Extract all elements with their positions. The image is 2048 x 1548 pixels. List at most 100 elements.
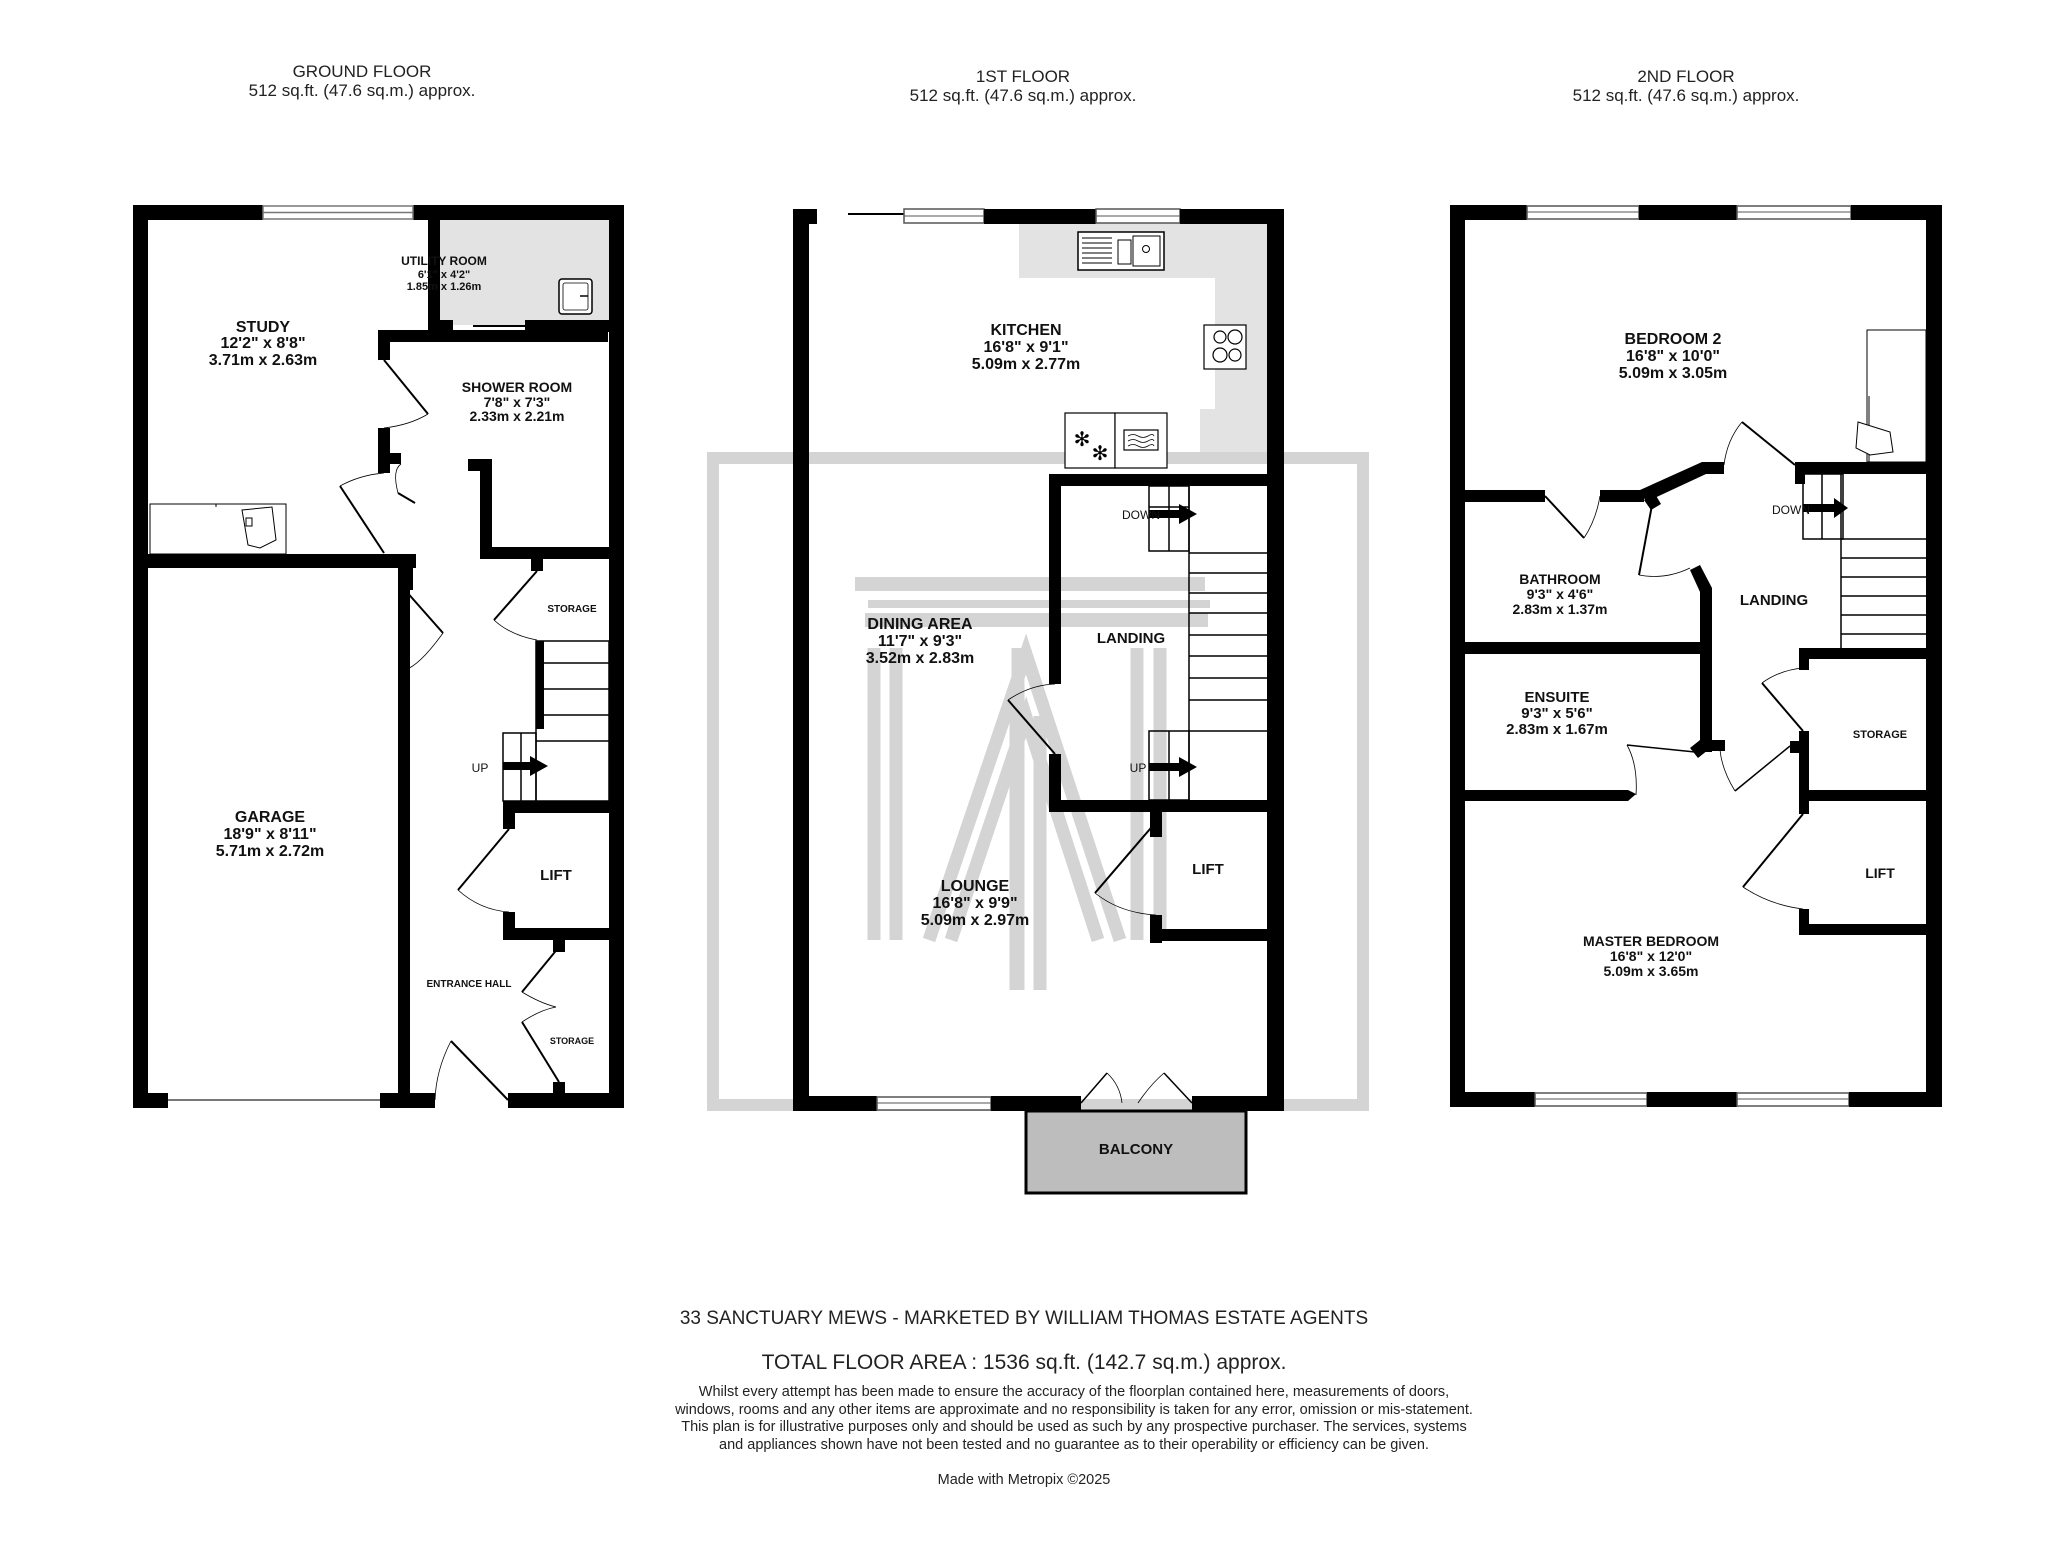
wall [536, 641, 544, 729]
fridge-freezer-icon: ✻ ✻ [1064, 412, 1116, 469]
second-floor-plan: BEDROOM 2 16'8" x 10'0" 5.09m x 3.05m DO… [1450, 205, 1942, 1107]
wall [793, 209, 817, 224]
window [1736, 1092, 1850, 1107]
wall [1700, 740, 1725, 751]
wall [1465, 790, 1636, 801]
disclaimer: Whilst every attempt has been made to en… [675, 1384, 1473, 1453]
watermark-logo [707, 452, 1369, 1111]
room-dims-imperial: 6'1" x 4'2" [418, 269, 470, 281]
wall [398, 555, 413, 590]
desk-chair-icon [1855, 329, 1927, 463]
wall [133, 205, 148, 1108]
wall [1799, 648, 1809, 670]
room-name: MASTER BEDROOM [1583, 933, 1719, 949]
stairs-arrow-icon [503, 756, 548, 776]
stairs [1148, 485, 1267, 801]
room-name: LIFT [540, 867, 572, 884]
room-name: UTILITY ROOM [401, 254, 487, 268]
floor-area: 512 sq.ft. (47.6 sq.m.) approx. [248, 81, 476, 100]
floor-area: 512 sq.ft. (47.6 sq.m.) approx. [1572, 86, 1800, 105]
room-dims-imperial: 16'8" x 9'9" [932, 895, 1017, 912]
room-dims-metric: 3.71m x 2.63m [209, 352, 318, 369]
room-name: BATHROOM [1519, 571, 1600, 587]
room-name: LOUNGE [941, 878, 1010, 895]
stairs [1802, 473, 1926, 653]
room-name: LIFT [1865, 865, 1895, 881]
room-dims-imperial: 16'8" x 9'1" [983, 339, 1068, 356]
wall [508, 1093, 624, 1108]
room-name: STORAGE [547, 604, 597, 615]
door [521, 946, 560, 1083]
room-name: GARAGE [235, 809, 306, 826]
wall [1799, 648, 1942, 659]
wall [378, 428, 390, 473]
wall [1690, 740, 1708, 758]
door [1761, 667, 1804, 732]
lift-door [1742, 813, 1804, 910]
room-dims-imperial: 11'7" x 9'3" [878, 633, 962, 650]
room-dims-metric: 2.83m x 1.37m [1513, 601, 1608, 617]
room-name: LANDING [1740, 592, 1808, 609]
room-name: KITCHEN [990, 322, 1061, 339]
wall [525, 320, 609, 332]
wall [133, 1093, 168, 1108]
wall [468, 459, 492, 471]
wall [1450, 205, 1465, 1107]
window [903, 208, 985, 224]
wall [133, 205, 263, 220]
wall [793, 1096, 877, 1111]
room-dims-metric: 5.09m x 2.77m [972, 356, 1081, 373]
door [339, 463, 416, 554]
room-name: DINING AREA [867, 616, 973, 633]
wall [1690, 565, 1712, 645]
door [493, 570, 538, 641]
svg-text:✻: ✻ [1092, 443, 1109, 465]
sink-icon [558, 278, 593, 315]
ground-floor-plan: UTILITY ROOM 6'1" x 4'2" 1.85m x 1.26m S… [133, 205, 624, 1108]
room-name: BALCONY [1099, 1141, 1173, 1158]
room-dims-imperial: 16'8" x 12'0" [1610, 948, 1692, 964]
wall [609, 205, 624, 1108]
wall [480, 459, 492, 559]
window [876, 1096, 992, 1111]
wall [793, 209, 809, 1111]
room-dims-imperial: 12'2" x 8'8" [220, 335, 305, 352]
room-dims-metric: 5.71m x 2.72m [216, 843, 325, 860]
room-dims-imperial: 7'8" x 7'3" [484, 394, 551, 410]
room-dims-imperial: 18'9" x 8'11" [223, 826, 316, 843]
wall [1647, 1092, 1737, 1107]
stairs-label: DOWN [1122, 508, 1160, 522]
wall [1799, 924, 1942, 935]
room-name: SHOWER ROOM [462, 379, 572, 395]
wall [503, 928, 609, 940]
room-dims-imperial: 9'3" x 4'6" [1527, 586, 1594, 602]
wall [1700, 642, 1712, 752]
window [1736, 205, 1852, 220]
wall [1799, 790, 1942, 801]
wall [1049, 474, 1061, 486]
room-name: STORAGE [550, 1036, 594, 1046]
wall [1150, 812, 1162, 837]
window [262, 205, 414, 220]
room-dims-metric: 1.85m x 1.26m [407, 281, 482, 293]
microwave-icon [1114, 412, 1168, 469]
room-name: STUDY [236, 319, 291, 336]
wall [428, 320, 453, 332]
wall [503, 801, 515, 829]
window [1534, 1092, 1648, 1107]
room-dims-metric: 5.09m x 3.05m [1619, 365, 1728, 382]
wall [1192, 1096, 1284, 1111]
wall [1600, 490, 1644, 502]
room-name: BEDROOM 2 [1625, 331, 1722, 348]
stairs-label: UP [1130, 761, 1147, 775]
wall [1150, 929, 1284, 941]
room-name: ENSUITE [1524, 689, 1589, 706]
wall [991, 1096, 1081, 1111]
wall [1450, 205, 1527, 220]
wall [1795, 462, 1942, 474]
door [383, 359, 429, 429]
door [1638, 421, 1796, 577]
wall [413, 205, 624, 220]
room-name: ENTRANCE HALL [427, 979, 512, 990]
